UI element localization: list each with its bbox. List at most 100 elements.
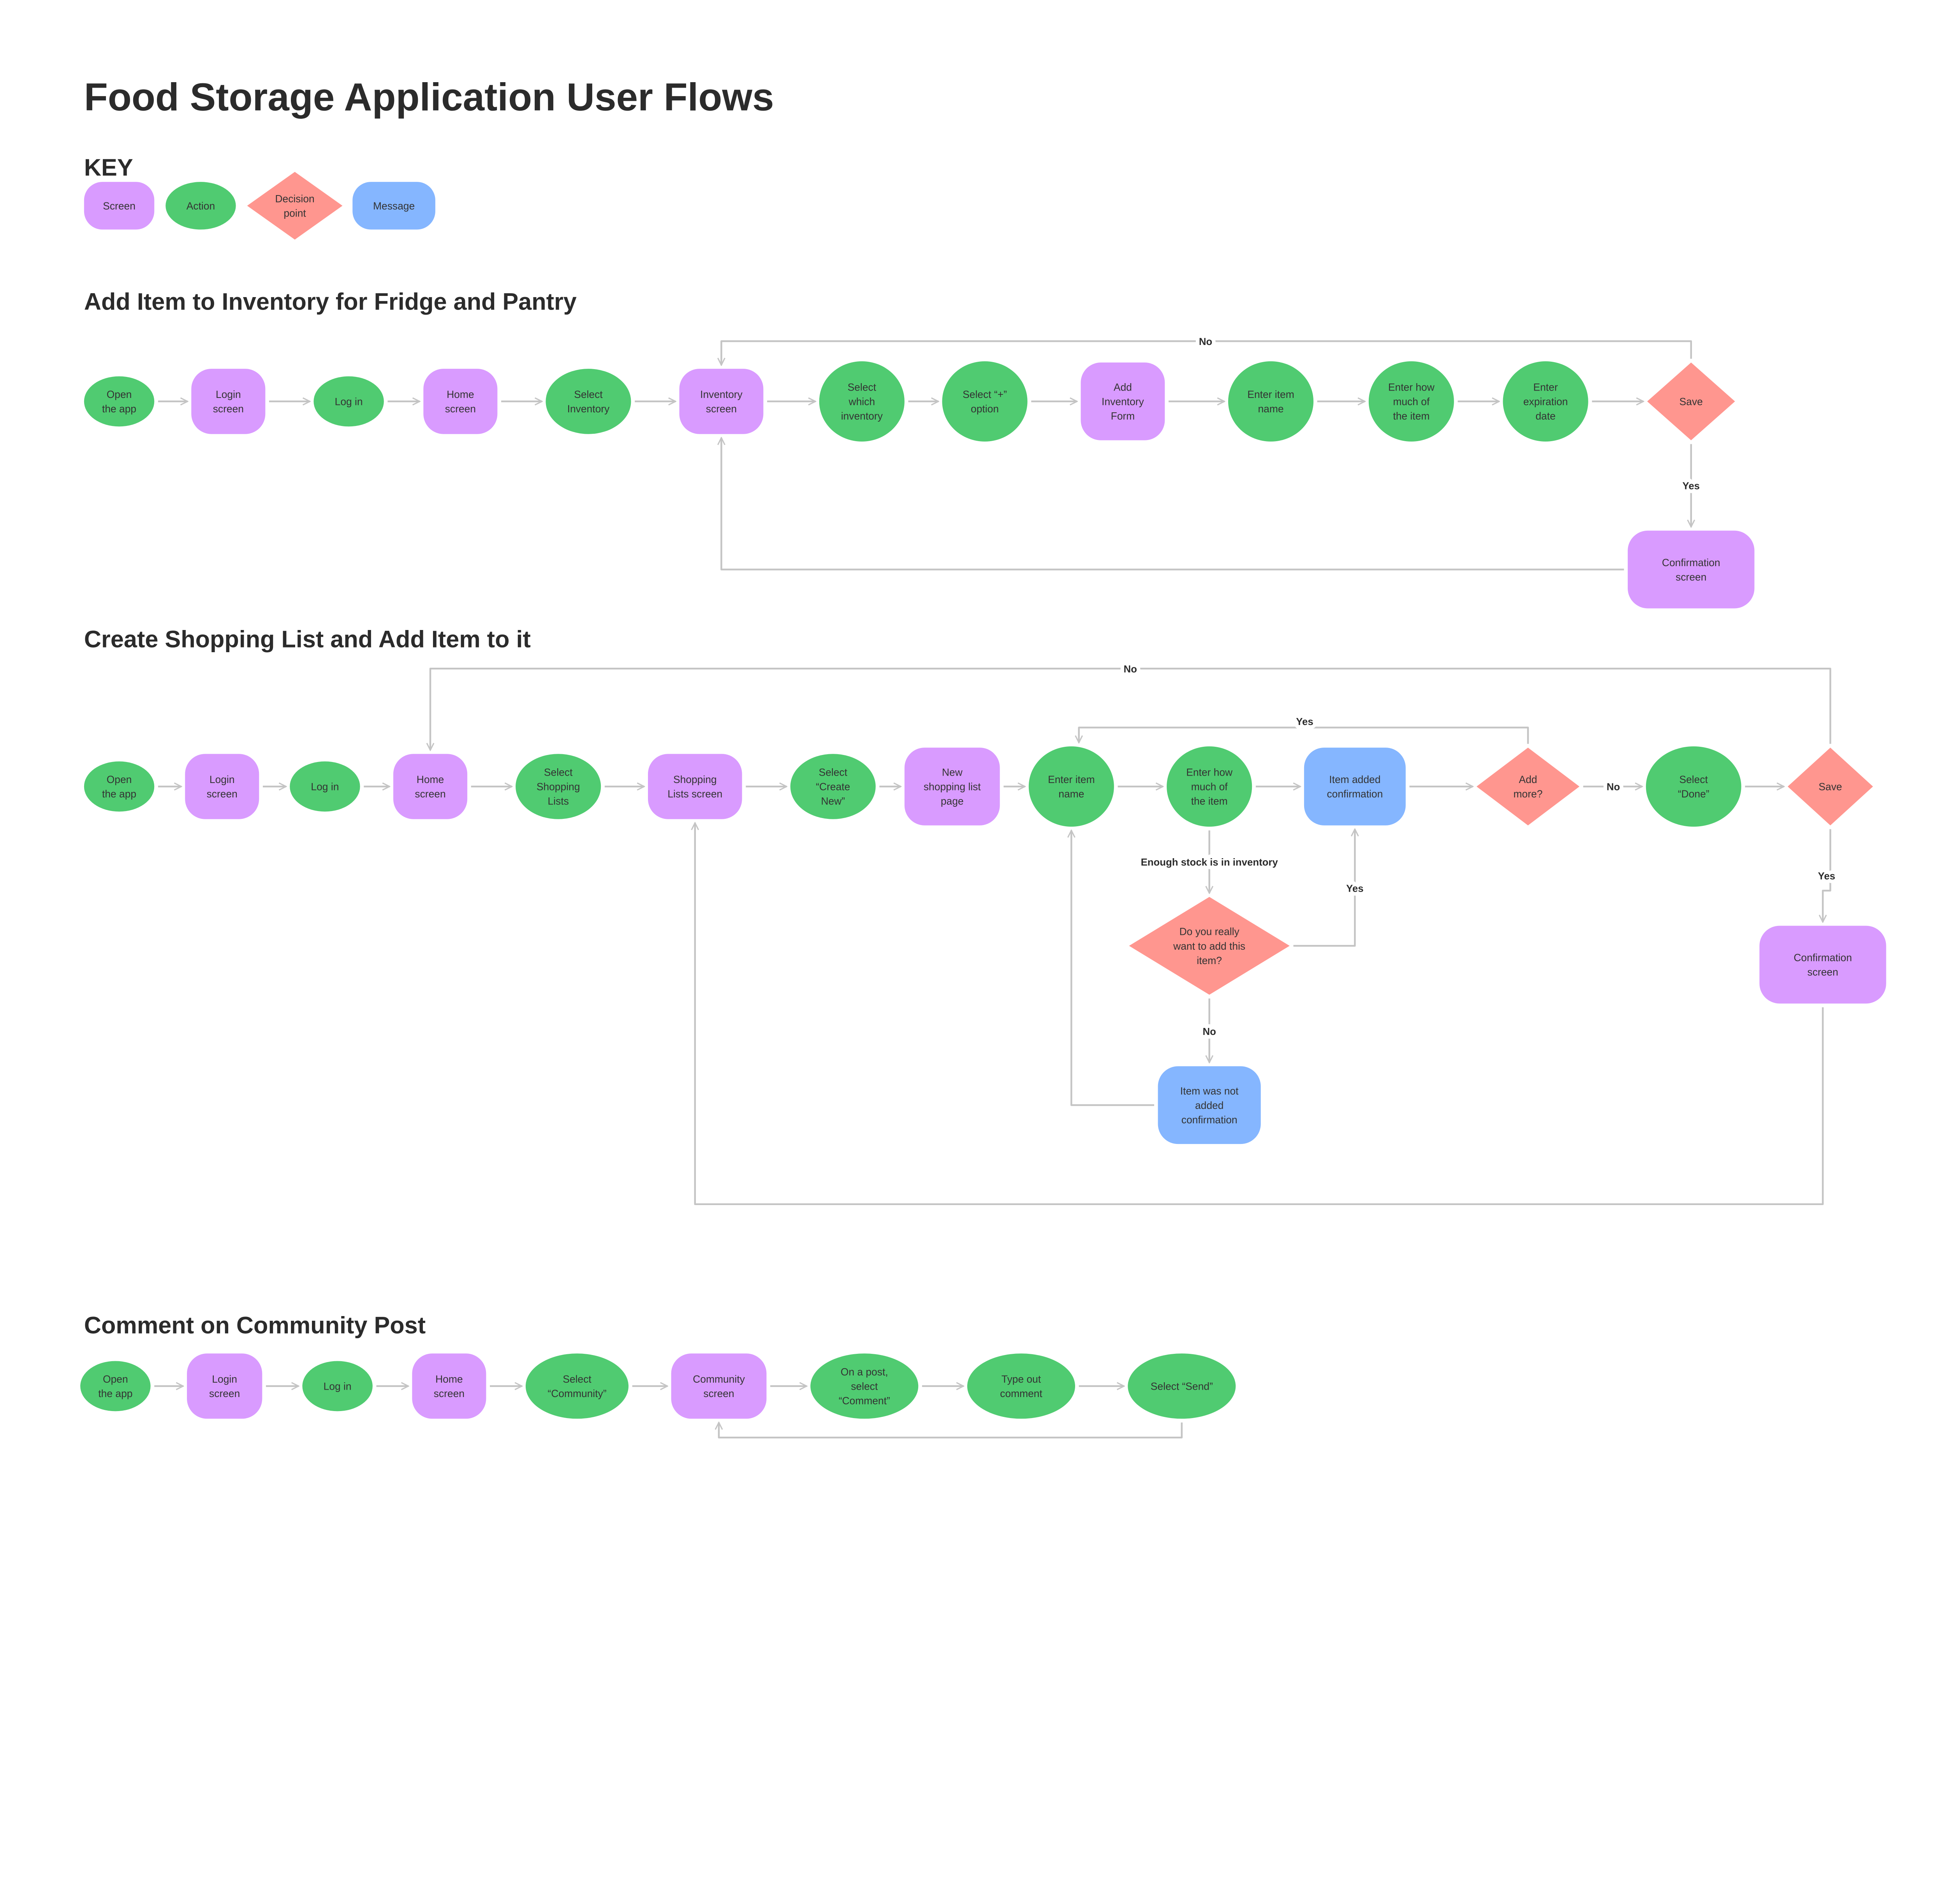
node-label-line: want to add this xyxy=(1173,940,1245,952)
action-shape xyxy=(302,1361,373,1411)
node-label-line: Open xyxy=(107,389,132,400)
node-label-line: Select xyxy=(1679,774,1708,785)
screen-shape xyxy=(648,754,742,819)
node-label-line: Add xyxy=(1114,382,1132,393)
screen-shape xyxy=(1759,926,1886,1004)
node-label-line: Inventory xyxy=(567,403,610,415)
node-label-line: screen xyxy=(434,1388,465,1399)
action-shape xyxy=(967,1353,1075,1419)
node-label: Save xyxy=(1818,781,1842,793)
node-label-line: more? xyxy=(1514,788,1543,800)
node-label-line: page xyxy=(941,795,964,807)
node-label-line: Type out xyxy=(1002,1373,1041,1385)
node-label-line: much of xyxy=(1393,396,1430,408)
node-label-line: Select xyxy=(848,382,877,393)
node-label-line: screen xyxy=(209,1388,240,1399)
action-shape xyxy=(84,376,155,427)
node-label-line: much of xyxy=(1191,781,1228,793)
screen-shape xyxy=(412,1353,486,1419)
connector-arrow xyxy=(1293,829,1355,947)
node-label-line: date xyxy=(1535,410,1555,422)
node-label-line: added xyxy=(1195,1100,1223,1111)
screen-shape xyxy=(671,1353,767,1419)
node-label-line: comment xyxy=(1000,1388,1042,1399)
action-node: On a post,select“Comment” xyxy=(810,1353,919,1419)
node-label-line: Enter xyxy=(1533,382,1558,393)
node-label-line: Screen xyxy=(103,200,136,212)
node-label-line: screen xyxy=(1676,571,1706,583)
action-shape xyxy=(819,361,905,442)
action-shape xyxy=(290,761,360,812)
screen-shape xyxy=(1628,530,1755,609)
node-label-line: Select “Send” xyxy=(1151,1381,1213,1392)
screen-shape xyxy=(1081,362,1165,440)
node-label-line: Enter item xyxy=(1247,389,1294,400)
action-shape xyxy=(942,361,1028,442)
screen-shape xyxy=(185,754,259,819)
message-node: Message xyxy=(352,182,435,230)
node-label-line: Home xyxy=(447,389,474,400)
action-node: Select “+”option xyxy=(942,361,1028,442)
node-label: Action xyxy=(187,200,215,212)
node-label-line: screen xyxy=(213,403,244,415)
action-node: Action xyxy=(165,182,236,230)
node-label-line: Do you really xyxy=(1179,926,1240,938)
connector-arrow xyxy=(1079,727,1529,744)
connector-arrow xyxy=(1823,829,1831,922)
node-label: Log in xyxy=(335,396,363,408)
node-label-line: Log in xyxy=(311,781,339,793)
node-label-line: Form xyxy=(1111,410,1135,422)
node-label-line: Select “+” xyxy=(963,389,1007,400)
node-label: Log in xyxy=(311,781,339,793)
node-label-line: “Create xyxy=(816,781,850,793)
page-title: Food Storage Application User Flows xyxy=(84,76,774,119)
action-shape xyxy=(1646,746,1741,827)
node-label-line: “Done” xyxy=(1678,788,1709,800)
node-label-line: Home xyxy=(417,774,444,785)
connector-arrow xyxy=(1071,831,1154,1106)
edge-label-condition: Enough stock is in inventory xyxy=(1141,857,1278,868)
node-label-line: Select xyxy=(819,767,847,778)
node-label-line: shopping list xyxy=(924,781,981,793)
decision-shape xyxy=(1476,748,1580,825)
decision-node: Save xyxy=(1647,362,1735,440)
action-node: Log in xyxy=(302,1361,373,1411)
node-label: Log in xyxy=(324,1381,352,1392)
action-shape xyxy=(1503,361,1588,442)
node-label-line: Select xyxy=(574,389,603,400)
screen-node: Login screen xyxy=(191,369,266,434)
node-label-line: Item added xyxy=(1329,774,1380,785)
node-label-line: Login xyxy=(216,389,241,400)
action-shape xyxy=(516,754,601,819)
node-label-line: On a post, xyxy=(841,1366,888,1378)
node-label-line: which xyxy=(849,396,875,408)
node-label-line: Community xyxy=(693,1373,745,1385)
node-label-line: Inventory xyxy=(1102,396,1144,408)
node-label-line: expiration xyxy=(1523,396,1568,408)
node-label-line: point xyxy=(283,208,306,219)
